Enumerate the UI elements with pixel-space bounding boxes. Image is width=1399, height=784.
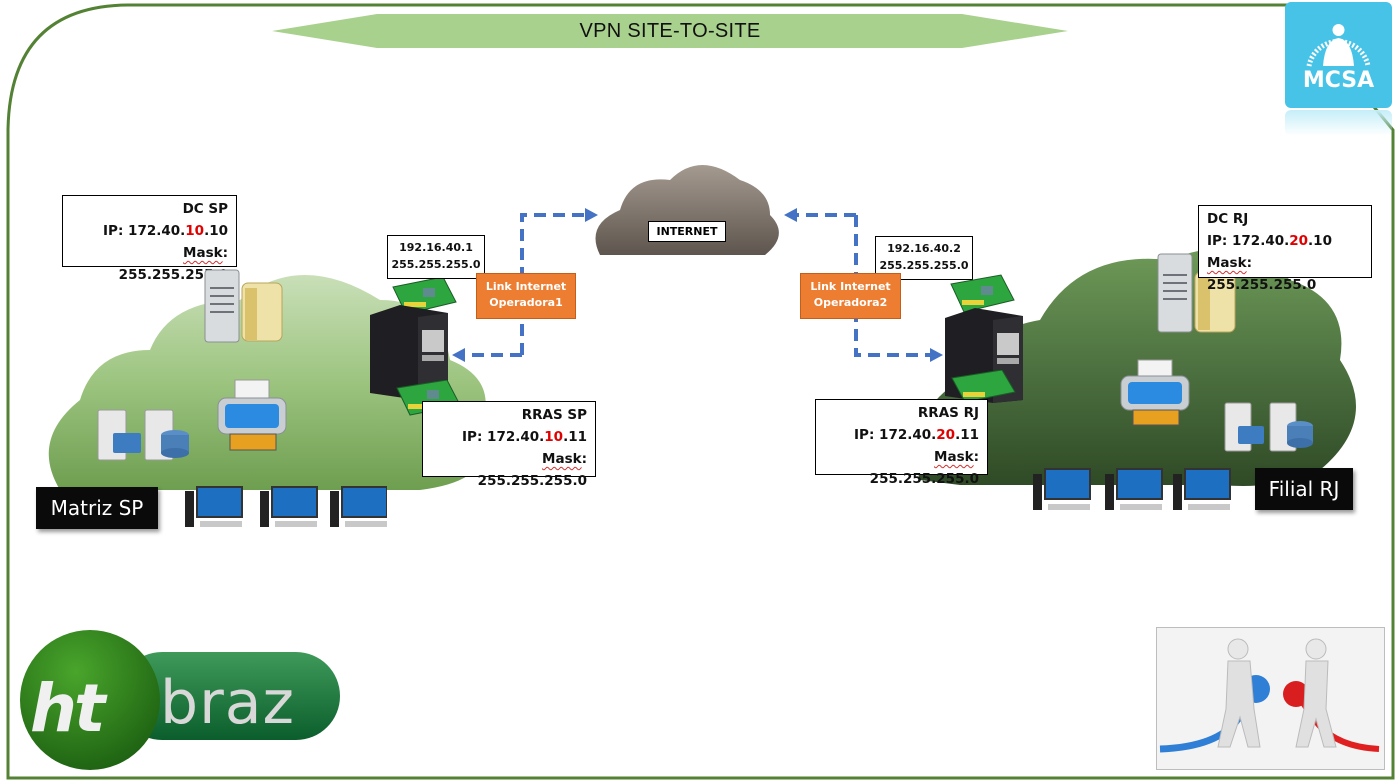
dc-rj-info: DC RJ IP: 172.40.20.10 Mask: 255.255.255… (1198, 205, 1372, 293)
rras-sp-info: RRAS SP IP: 172.40.10.11 Mask: 255.255.2… (422, 401, 596, 489)
rras-sp-mask: Mask: 255.255.255.0 (477, 451, 587, 489)
nic-rj-info: 192.16.40.2 255.255.255.0 (875, 236, 973, 280)
dc-rj-mask: Mask: 255.255.255.0 (1207, 255, 1317, 293)
link-operadora2-label: Link Internet Operadora2 (800, 273, 901, 319)
title-banner (272, 14, 1068, 48)
site-label-filial-rj: Filial RJ (1255, 468, 1353, 510)
dc-sp-ip: IP: 172.40.10.10 (103, 223, 228, 239)
arrow-head-to-rras-sp (452, 348, 465, 362)
nic-sp-mask: 255.255.255.0 (391, 258, 481, 271)
nic-rj-wan-icon (950, 274, 1015, 313)
rras-sp-name: RRAS SP (521, 407, 587, 423)
rras-sp-ip: IP: 172.40.10.11 (462, 429, 587, 445)
workstation-icon (1105, 468, 1163, 510)
mcsa-person-icon (1306, 24, 1371, 67)
htbraz-logo (20, 630, 340, 770)
dc-sp-mask: Mask: 255.255.255.0 (118, 245, 228, 283)
arrow-head-to-rras-rj (930, 348, 943, 362)
site-label-matriz-sp: Matriz SP (36, 487, 158, 529)
nic-rj-ip: 192.16.40.2 (887, 242, 961, 255)
nic-sp-ip: 192.16.40.1 (399, 241, 473, 254)
plug-people-icon (1159, 638, 1380, 753)
mcsa-logo-text: MCSA (1302, 68, 1375, 93)
workstation-icon (185, 486, 243, 527)
dc-sp-server-icon (204, 269, 283, 343)
dc-sp-name: DC SP (182, 201, 228, 217)
rras-rj-mask: Mask: 255.255.255.0 (869, 449, 979, 487)
rj-workstations-icon (1033, 468, 1231, 510)
nic-sp-info: 192.16.40.1 255.255.255.0 (387, 235, 485, 279)
internet-label: INTERNET (648, 221, 726, 242)
sp-workstations-icon (185, 486, 387, 527)
workstation-icon (1173, 468, 1231, 510)
workstation-icon (330, 486, 387, 527)
nic-rj-mask: 255.255.255.0 (879, 259, 969, 272)
htbraz-logo-braz: braz (160, 668, 296, 738)
rras-rj-name: RRAS RJ (917, 405, 979, 421)
page-title: VPN SITE-TO-SITE (579, 20, 761, 42)
nic-rj-lan-icon (951, 370, 1016, 403)
workstation-icon (1033, 468, 1091, 510)
workstation-icon (260, 486, 318, 527)
arrow-head-to-internet-left (585, 208, 598, 222)
rj-printer-icon (1120, 359, 1190, 426)
dc-rj-ip: IP: 172.40.20.10 (1207, 233, 1332, 249)
arrow-head-to-internet-right (784, 208, 797, 222)
link-operadora1-label: Link Internet Operadora1 (476, 273, 576, 319)
dc-rj-name: DC RJ (1207, 211, 1249, 227)
dc-sp-info: DC SP IP: 172.40.10.10 Mask: 255.255.255… (62, 195, 237, 283)
sp-file-db-servers-icon (97, 409, 189, 461)
htbraz-logo-ht: ht (30, 670, 106, 747)
internet-cloud-shape (595, 165, 779, 255)
rras-sp-tower-icon (370, 305, 448, 400)
rras-rj-info: RRAS RJ IP: 172.40.20.11 Mask: 255.255.2… (815, 399, 988, 487)
mcsa-logo-reflection (1285, 110, 1392, 136)
rras-rj-ip: IP: 172.40.20.11 (854, 427, 979, 443)
nic-sp-wan-icon (392, 276, 457, 315)
rj-file-db-servers-icon (1224, 402, 1313, 452)
dc-rj-server-icon (1157, 253, 1236, 333)
sp-printer-icon (217, 379, 287, 451)
